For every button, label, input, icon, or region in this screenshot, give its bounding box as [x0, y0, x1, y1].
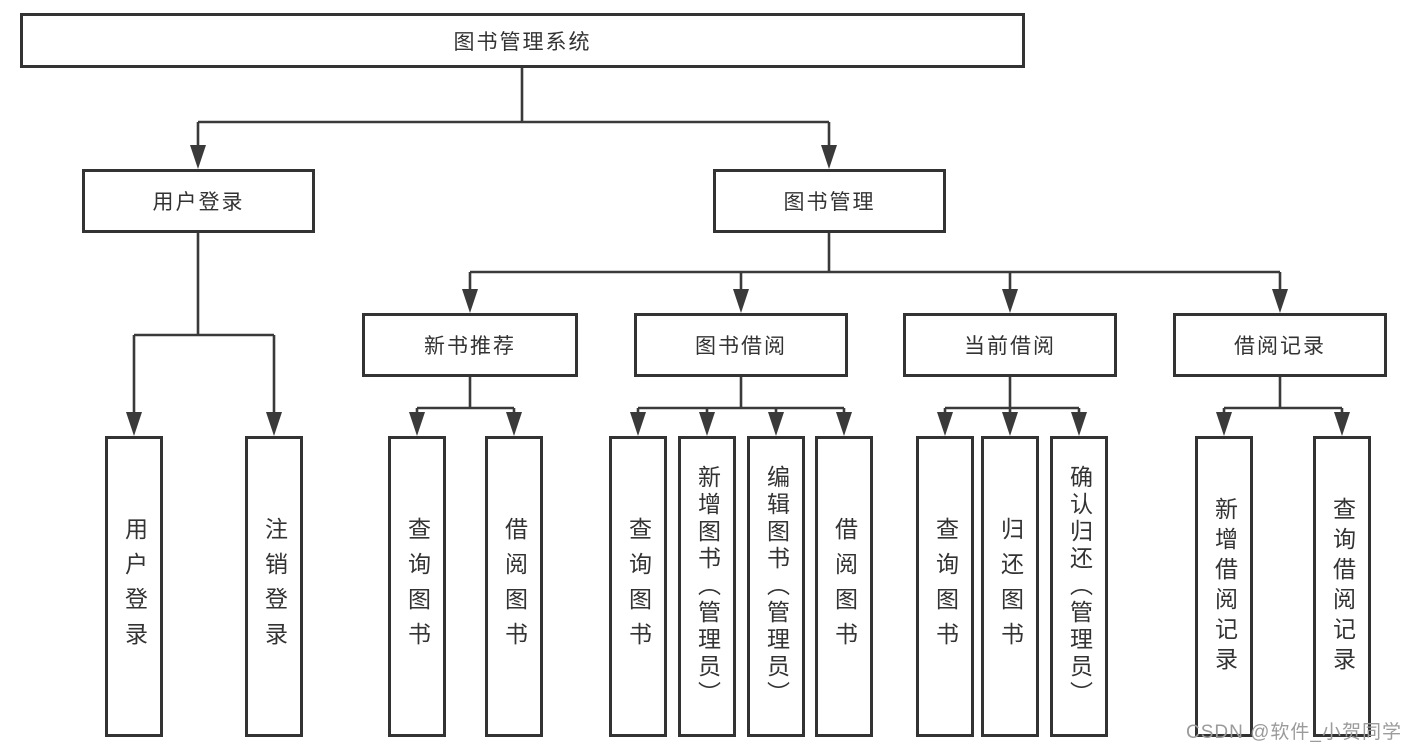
node-label: 编辑图书（管理员） — [763, 465, 790, 708]
node-label: 归还图书 — [997, 516, 1024, 657]
node-label: 注销登录 — [261, 516, 288, 657]
node-label: 用户登录 — [121, 516, 148, 657]
node-leaf-borrow-books: 借阅图书 — [485, 436, 543, 737]
node-label: 查询图书 — [625, 516, 652, 657]
node-user-login: 用户登录 — [82, 169, 315, 233]
node-label: 用户登录 — [152, 191, 245, 214]
node-library-management-system: 图书管理系统 — [20, 13, 1025, 68]
node-book-management: 图书管理 — [713, 169, 946, 233]
node-label: 查询借阅记录 — [1329, 496, 1356, 677]
node-new-book-recommendation: 新书推荐 — [362, 313, 578, 377]
node-leaf-logout: 注销登录 — [245, 436, 303, 737]
node-label: 借阅图书 — [501, 516, 528, 657]
node-book-borrowing: 图书借阅 — [634, 313, 848, 377]
csdn-watermark: CSDN @软件_小贺同学 — [1186, 722, 1402, 743]
node-leaf-query-books: 查询图书 — [916, 436, 974, 737]
node-leaf-query-books: 查询图书 — [609, 436, 667, 737]
node-label: 新增图书（管理员） — [694, 465, 721, 708]
node-label: 查询图书 — [404, 516, 431, 657]
node-leaf-query-borrow-record: 查询借阅记录 — [1313, 436, 1371, 737]
node-label: 当前借阅 — [964, 335, 1056, 358]
node-label: 查询图书 — [932, 516, 959, 657]
node-leaf-add-books-admin: 新增图书（管理员） — [678, 436, 736, 737]
arrowheads — [126, 145, 1350, 436]
node-leaf-user-login: 用户登录 — [105, 436, 163, 737]
node-label: 新增借阅记录 — [1211, 496, 1238, 677]
node-leaf-edit-books-admin: 编辑图书（管理员） — [747, 436, 805, 737]
node-label: 图书管理系统 — [453, 30, 592, 54]
node-label: 确认归还（管理员） — [1066, 465, 1093, 708]
node-label: 图书借阅 — [695, 335, 787, 358]
node-label: 新书推荐 — [424, 335, 516, 358]
node-leaf-return-books: 归还图书 — [981, 436, 1039, 737]
node-label: 借阅记录 — [1234, 335, 1326, 358]
node-leaf-query-books: 查询图书 — [388, 436, 446, 737]
node-leaf-borrow-books: 借阅图书 — [815, 436, 873, 737]
node-leaf-add-borrow-record: 新增借阅记录 — [1195, 436, 1253, 737]
node-leaf-confirm-return-admin: 确认归还（管理员） — [1050, 436, 1108, 737]
node-borrowing-records: 借阅记录 — [1173, 313, 1387, 377]
node-label: 借阅图书 — [831, 516, 858, 657]
node-label: 图书管理 — [783, 191, 876, 214]
node-current-borrowing: 当前借阅 — [903, 313, 1117, 377]
